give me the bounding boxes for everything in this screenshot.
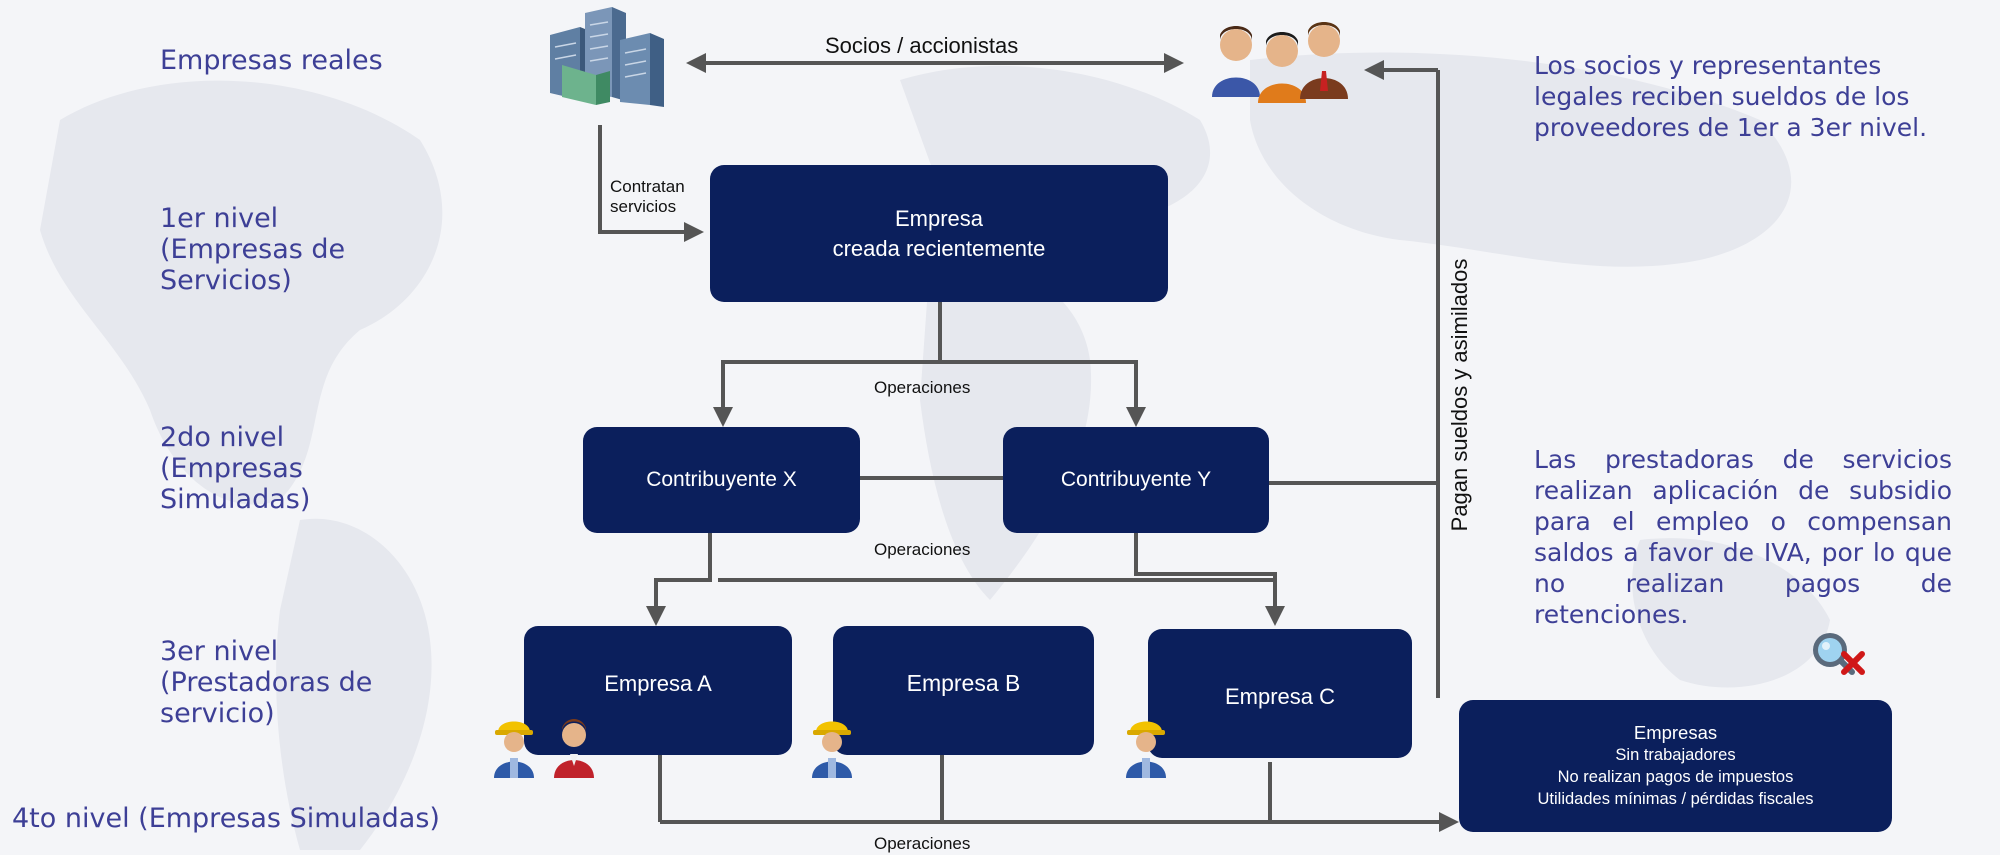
level-1er-nivel: 1er nivel (Empresas de Servicios) [160, 203, 345, 296]
box-empresas-final-title: Empresas [1633, 722, 1718, 743]
level-1er-line2: (Empresas de [160, 234, 346, 265]
contratan-label: Contratan servicios [610, 177, 685, 217]
level-1er-line1: 1er nivel [160, 203, 279, 234]
level-2do-nivel: 2do nivel (Empresas Simuladas) [160, 422, 310, 515]
worker-icon [494, 721, 534, 778]
level-3er-line1: 3er nivel [160, 636, 279, 667]
pagan-sueldos-label: Pagan sueldos y asimilados [1447, 258, 1472, 532]
level-3er-line3: servicio) [160, 698, 275, 729]
level-empresas-reales: Empresas reales [160, 45, 383, 76]
worker-icon [812, 721, 852, 778]
box-empresas-final-line2: No realizan pagos de impuestos [1557, 768, 1794, 786]
box-empresas-final: Empresas Sin trabajadores No realizan pa… [1459, 700, 1892, 832]
box-empresa-c-label: Empresa C [1224, 683, 1336, 709]
people-group-icon [1212, 22, 1348, 103]
box-empresa-b-label: Empresa B [906, 670, 1021, 696]
note-socios-line3: proveedores de 1er a 3er nivel. [1534, 113, 1928, 142]
person-icon [554, 719, 594, 778]
box-empresa-nueva-line2: creada recientemente [832, 235, 1046, 261]
level-3er-nivel: 3er nivel (Prestadoras de servicio) [160, 636, 372, 729]
note-socios-line2: legales reciben sueldos de los [1534, 82, 1910, 111]
operaciones-label-3: Operaciones [874, 834, 971, 853]
note-prestadoras: Las prestadoras de servicios realizan ap… [1534, 445, 1952, 629]
operaciones-arrow-y [940, 360, 1146, 427]
buildings-icon [550, 7, 664, 107]
note-socios: Los socios y representantes legales reci… [1534, 50, 1974, 143]
box-empresas-final-line3: Utilidades mínimas / pérdidas fiscales [1537, 790, 1814, 808]
x-to-a-arrow [646, 533, 712, 626]
box-empresas-final-line1: Sin trabajadores [1615, 746, 1736, 764]
level-4to-nivel: 4to nivel (Empresas Simuladas) [12, 803, 440, 834]
operaciones-arrow-x [713, 360, 940, 427]
box-contribuyente-x: Contribuyente X [583, 427, 860, 533]
y-to-c-arrow [1134, 533, 1285, 626]
box-empresa-nueva: Empresa creada recientemente [710, 165, 1168, 302]
contratan-arrow [598, 125, 704, 242]
no-search-icon [1813, 633, 1865, 675]
level-2do-line3: Simuladas) [160, 484, 311, 515]
box-empresa-c: Empresa C [1148, 629, 1412, 758]
box-empresa-nueva-line1: Empresa [894, 205, 984, 231]
box-contribuyente-y: Contribuyente Y [1003, 427, 1269, 533]
box-empresa-b: Empresa B [833, 626, 1094, 755]
contratan-line1: Contratan [610, 177, 685, 196]
contratan-line2: servicios [610, 197, 677, 216]
note-socios-line1: Los socios y representantes [1534, 51, 1882, 80]
box-contribuyente-x-label: Contribuyente X [646, 468, 797, 491]
worker-icon [1126, 721, 1166, 778]
socios-label: Socios / accionistas [825, 33, 1019, 58]
level-1er-line3: Servicios) [160, 265, 292, 296]
box-contribuyente-y-label: Contribuyente Y [1060, 468, 1212, 491]
level-2do-line2: (Empresas [160, 453, 303, 484]
box-empresa-a-label: Empresa A [604, 670, 712, 696]
operaciones-label-1: Operaciones [874, 378, 971, 397]
operaciones-label-2: Operaciones [874, 540, 971, 559]
level-3er-line2: (Prestadoras de [160, 667, 373, 698]
level-2do-line1: 2do nivel [160, 422, 285, 453]
